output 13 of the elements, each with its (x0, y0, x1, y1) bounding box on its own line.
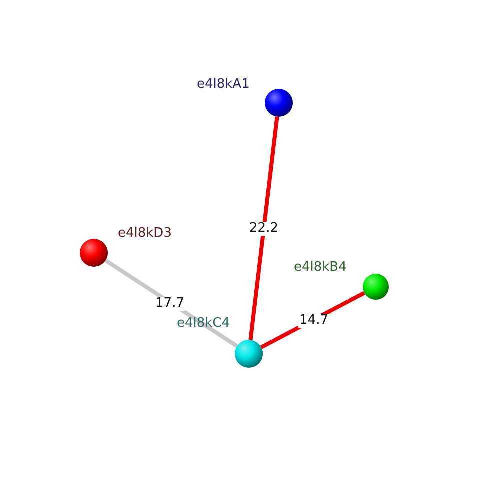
edge-label: 17.7 (154, 297, 186, 311)
sphere (235, 340, 263, 368)
edge-label: 14.7 (298, 314, 330, 328)
sphere-label: e4l8kC4 (177, 316, 230, 331)
connector-line (104, 258, 238, 348)
sphere-label: e4l8kD3 (118, 226, 172, 241)
edge-label: 22.2 (248, 222, 280, 236)
sphere-label: e4l8kA1 (197, 77, 250, 92)
sphere (80, 239, 108, 267)
sphere-label: e4l8kB4 (294, 260, 347, 275)
sphere (363, 274, 389, 300)
sphere (265, 89, 293, 117)
connector-line (248, 116, 280, 340)
